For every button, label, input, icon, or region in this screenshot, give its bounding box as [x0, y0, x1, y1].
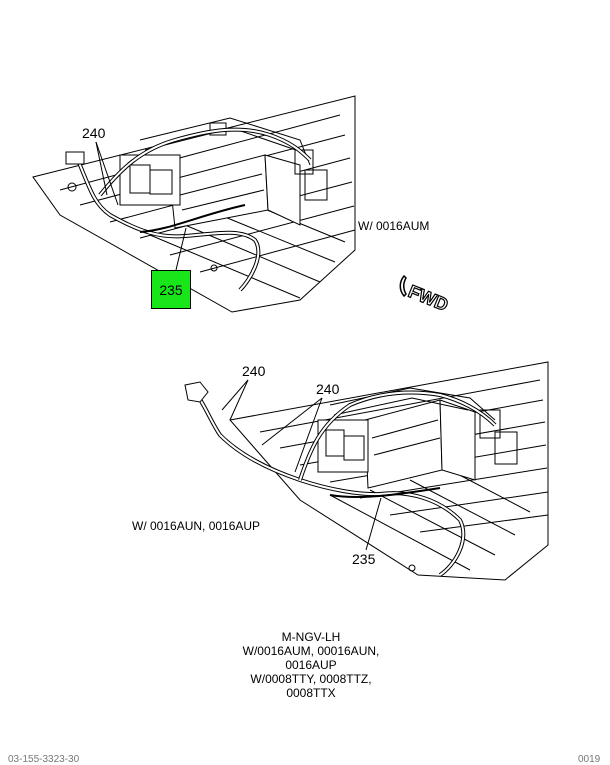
fwd-arrow-icon: FWD — [399, 274, 452, 316]
caption-line: W/0016AUM, 00016AUN, — [242, 644, 380, 658]
footer-page-code: 0019 — [578, 754, 601, 765]
callout-240-bottom-right[interactable]: 240 — [316, 381, 340, 397]
callout-240-top[interactable]: 240 — [82, 125, 106, 141]
fwd-text: FWD — [406, 281, 451, 315]
bottom-leader-lines — [221, 379, 382, 551]
top-assembly-drawing — [32, 95, 356, 313]
callout-235-top-highlighted[interactable]: 235 — [151, 270, 191, 309]
footer-drawing-number: 03-155-3323-30 — [8, 754, 80, 765]
caption-line: M-NGV-LH — [281, 630, 341, 644]
caption-line: 0016AUP — [285, 658, 337, 672]
fwd-indicator: FWD — [398, 272, 458, 316]
caption-line: W/0008TTY, 0008TTZ, — [250, 672, 372, 686]
bottom-assembly-drawing — [184, 361, 549, 581]
diagram-caption: M-NGV-LH W/0016AUM, 00016AUN, 0016AUP W/… — [200, 630, 422, 700]
callout-240-bottom-left[interactable]: 240 — [242, 363, 266, 379]
caption-line: 0008TTX — [286, 686, 336, 700]
top-leader-lines — [95, 141, 187, 271]
variant-note-top: W/ 0016AUM — [358, 219, 430, 233]
variant-note-bottom: W/ 0016AUN, 0016AUP — [132, 519, 261, 533]
callout-235-bottom[interactable]: 235 — [352, 551, 376, 567]
